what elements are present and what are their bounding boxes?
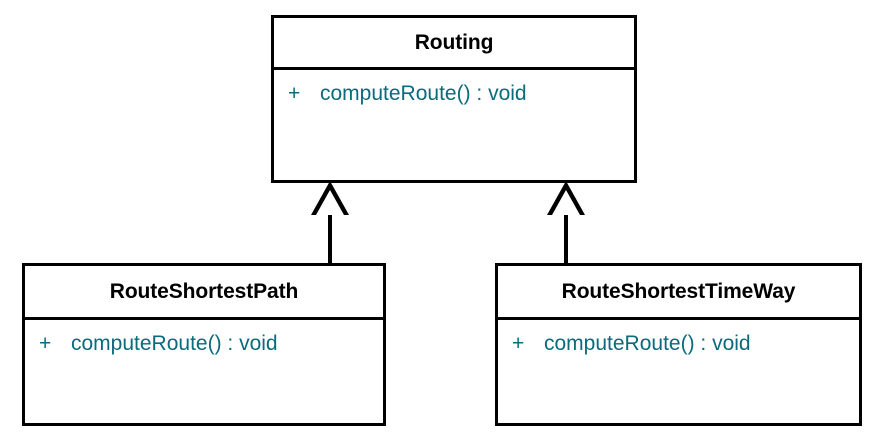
uml-member-row: + computeRoute() : void	[274, 80, 634, 108]
uml-members-compartment-routeshortesttimeway: + computeRoute() : void	[498, 320, 859, 358]
uml-member-visibility: +	[39, 332, 52, 355]
uml-class-name-routing: Routing	[274, 18, 634, 70]
uml-members-compartment-routing: + computeRoute() : void	[274, 70, 634, 108]
uml-member-row: + computeRoute() : void	[498, 330, 859, 358]
uml-class-routing[interactable]: Routing + computeRoute() : void	[271, 15, 637, 183]
uml-member-visibility: +	[512, 332, 525, 355]
uml-member-signature: computeRoute() : void	[71, 332, 278, 355]
uml-class-name-routeshortestpath: RouteShortestPath	[25, 266, 383, 320]
uml-member-visibility: +	[288, 82, 301, 105]
uml-class-routeshortestpath[interactable]: RouteShortestPath + computeRoute() : voi…	[22, 263, 386, 426]
uml-class-routeshortesttimeway[interactable]: RouteShortestTimeWay + computeRoute() : …	[495, 263, 862, 426]
uml-class-name-routeshortesttimeway: RouteShortestTimeWay	[498, 266, 859, 320]
uml-members-compartment-routeshortestpath: + computeRoute() : void	[25, 320, 383, 358]
uml-member-row: + computeRoute() : void	[25, 330, 383, 358]
hollow-triangle-arrowhead-fill	[552, 190, 580, 215]
hollow-triangle-arrowhead-fill	[316, 190, 344, 215]
uml-member-signature: computeRoute() : void	[320, 82, 527, 105]
generalization-line	[328, 214, 332, 266]
uml-member-signature: computeRoute() : void	[544, 332, 751, 355]
generalization-line	[564, 214, 568, 266]
